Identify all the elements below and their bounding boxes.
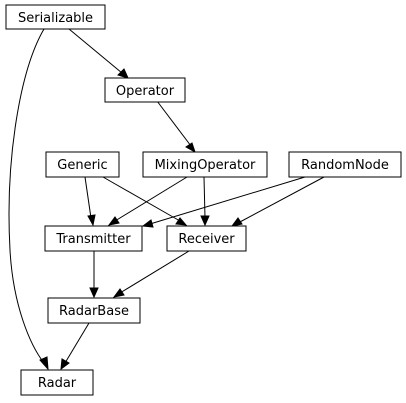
edge-random-node-receiver xyxy=(230,176,325,227)
edge-receiver-radar-base xyxy=(112,250,190,298)
node-generic[interactable]: Generic xyxy=(45,151,120,178)
node-radar[interactable]: Radar xyxy=(20,369,94,396)
node-mixing-operator[interactable]: MixingOperator xyxy=(142,151,268,178)
node-transmitter-label: Transmitter xyxy=(55,232,131,247)
node-serializable[interactable]: Serializable xyxy=(5,4,106,30)
node-transmitter[interactable]: Transmitter xyxy=(44,225,143,252)
edge-generic-receiver xyxy=(102,176,188,226)
node-random-node[interactable]: RandomNode xyxy=(288,151,402,178)
node-generic-label: Generic xyxy=(57,158,107,173)
node-receiver-label: Receiver xyxy=(178,232,235,247)
node-radar-base-label: RadarBase xyxy=(59,304,129,319)
node-radar-label: Radar xyxy=(38,376,77,391)
node-operator[interactable]: Operator xyxy=(104,77,186,103)
edge-generic-transmitter xyxy=(84,176,96,227)
edge-random-node-transmitter xyxy=(141,176,306,228)
edge-radar-base-radar xyxy=(60,322,90,371)
edge-mixing-operator-transmitter xyxy=(107,176,188,226)
node-radar-base[interactable]: RadarBase xyxy=(47,297,141,324)
node-operator-label: Operator xyxy=(116,84,175,99)
edge-operator-mixing-operator xyxy=(156,100,196,154)
edge-serializable-operator xyxy=(68,28,129,79)
node-serializable-label: Serializable xyxy=(18,11,93,26)
edge-mixing-operator-receiver xyxy=(200,176,210,227)
edge-transmitter-radar-base xyxy=(89,251,99,299)
node-random-node-label: RandomNode xyxy=(301,158,389,173)
node-mixing-operator-label: MixingOperator xyxy=(155,158,256,173)
edge-serializable-radar xyxy=(8,28,49,371)
node-receiver[interactable]: Receiver xyxy=(166,225,247,252)
